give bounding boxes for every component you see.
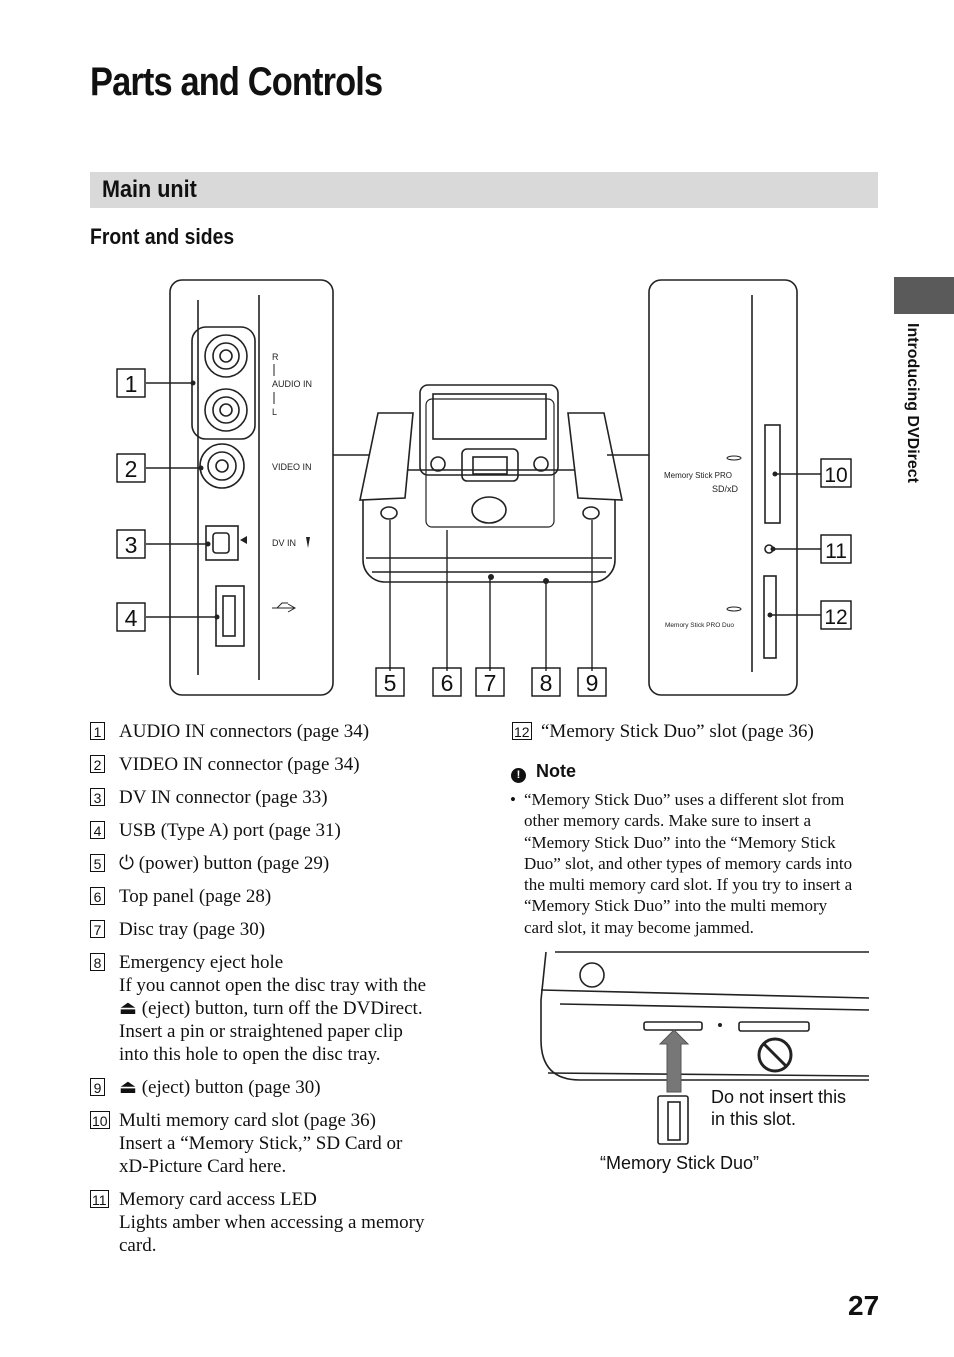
dv-port [205, 525, 239, 561]
list-item: 1 AUDIO IN connectors (page 34) [90, 720, 470, 743]
subsection-title: Front and sides [90, 224, 235, 249]
list-item: 3 DV IN connector (page 33) [90, 786, 470, 809]
callout-7: 7 [484, 670, 497, 696]
item-number: 9 [90, 1078, 105, 1096]
callout-1: 1 [125, 371, 138, 397]
label-sd-xd: SD/xD [712, 484, 739, 494]
left-side-panel [169, 279, 334, 696]
callout-9: 9 [586, 670, 599, 696]
item-number: 11 [90, 1190, 109, 1208]
callout-5: 5 [384, 670, 397, 696]
right-side-panel [648, 279, 798, 696]
section-header: Main unit [90, 172, 878, 208]
label-memory-stick-pro: Memory Stick PRO [664, 471, 732, 480]
memory-stick-duo-slot [763, 575, 777, 659]
item-number: 10 [90, 1111, 110, 1129]
eject-button [582, 506, 600, 520]
item-number: 8 [90, 953, 105, 971]
multi-card-slot [738, 1021, 810, 1032]
ms-duo-slot [643, 1021, 703, 1031]
list-item: 2 VIDEO IN connector (page 34) [90, 753, 470, 776]
callout-3: 3 [125, 532, 138, 558]
item-number: 2 [90, 755, 105, 773]
parts-list-left: 1 AUDIO IN connectors (page 34) 2 VIDEO … [90, 720, 470, 1267]
list-item: 12 “Memory Stick Duo” slot (page 36) [512, 721, 814, 742]
memory-stick-logo-icon [726, 455, 742, 461]
label-audio-in: AUDIO IN [272, 379, 312, 389]
label-dv-in: DV IN [272, 538, 296, 548]
section-title: Main unit [102, 176, 197, 203]
list-item: 10 Multi memory card slot (page 36) Inse… [90, 1110, 403, 1177]
parts-list-right: 12 “Memory Stick Duo” slot (page 36) [512, 720, 892, 753]
top-panel [419, 384, 559, 476]
list-item: 8 Emergency eject hole If you cannot ope… [90, 951, 470, 1066]
item-number: 12 [512, 722, 532, 740]
callout-12: 12 [824, 606, 847, 629]
note-icon: ! [511, 768, 526, 783]
callout-2: 2 [125, 456, 138, 482]
memory-stick-duo-logo-icon [726, 606, 742, 612]
page-title: Parts and Controls [90, 60, 383, 104]
main-unit-body [362, 469, 616, 583]
list-item: 5 ⏻ (power) button (page 29) [90, 852, 470, 875]
audio-l-jack [204, 388, 248, 432]
do-not-insert-caption: Do not insert this in this slot. [711, 1087, 847, 1129]
front-and-sides-diagram: R AUDIO IN L VIDEO IN DV IN Memory Stick… [116, 279, 852, 697]
label-memory-stick-pro-duo: Memory Stick PRO Duo [665, 622, 734, 629]
power-button [380, 506, 398, 520]
list-item: 6 Top panel (page 28) [90, 885, 470, 908]
item-number: 6 [90, 887, 105, 905]
item-number: 4 [90, 821, 105, 839]
disc-tray-button [471, 496, 507, 524]
memory-stick-duo-caption: “Memory Stick Duo” [600, 1153, 760, 1173]
item-number: 5 [90, 854, 105, 872]
usb-icon [272, 602, 297, 613]
callout-11: 11 [825, 540, 847, 563]
usb-port [215, 585, 245, 647]
bullet: • [510, 790, 516, 809]
callout-8: 8 [540, 670, 553, 696]
chapter-label: Introducing DVDirect [904, 323, 921, 484]
label-l: L [272, 407, 277, 417]
chapter-tab [894, 277, 954, 314]
prohibited-icon [757, 1037, 793, 1073]
item-number: 1 [90, 722, 105, 740]
list-item: 9 ⏏ (eject) button (page 30) [90, 1076, 470, 1099]
list-item: 11 Memory card access LED Lights amber w… [90, 1189, 425, 1256]
callout-6: 6 [441, 670, 454, 696]
callout-10: 10 [824, 464, 847, 487]
audio-r-jack [204, 334, 248, 378]
memory-stick-duo-card [657, 1095, 689, 1145]
video-jack [199, 443, 245, 489]
item-number: 3 [90, 788, 105, 806]
list-item: 4 USB (Type A) port (page 31) [90, 819, 470, 842]
note-body: • “Memory Stick Duo” uses a different sl… [510, 790, 853, 937]
slot-insertion-illustration [540, 951, 870, 1145]
page-number: 27 [848, 1290, 880, 1321]
list-item: 7 Disc tray (page 30) [90, 918, 470, 941]
label-r: R [272, 352, 279, 362]
label-video-in: VIDEO IN [272, 462, 312, 472]
item-number: 7 [90, 920, 105, 938]
note-heading: !Note [511, 761, 576, 783]
display [432, 393, 547, 440]
insert-arrow-icon [658, 1029, 690, 1093]
callout-4: 4 [125, 605, 138, 631]
